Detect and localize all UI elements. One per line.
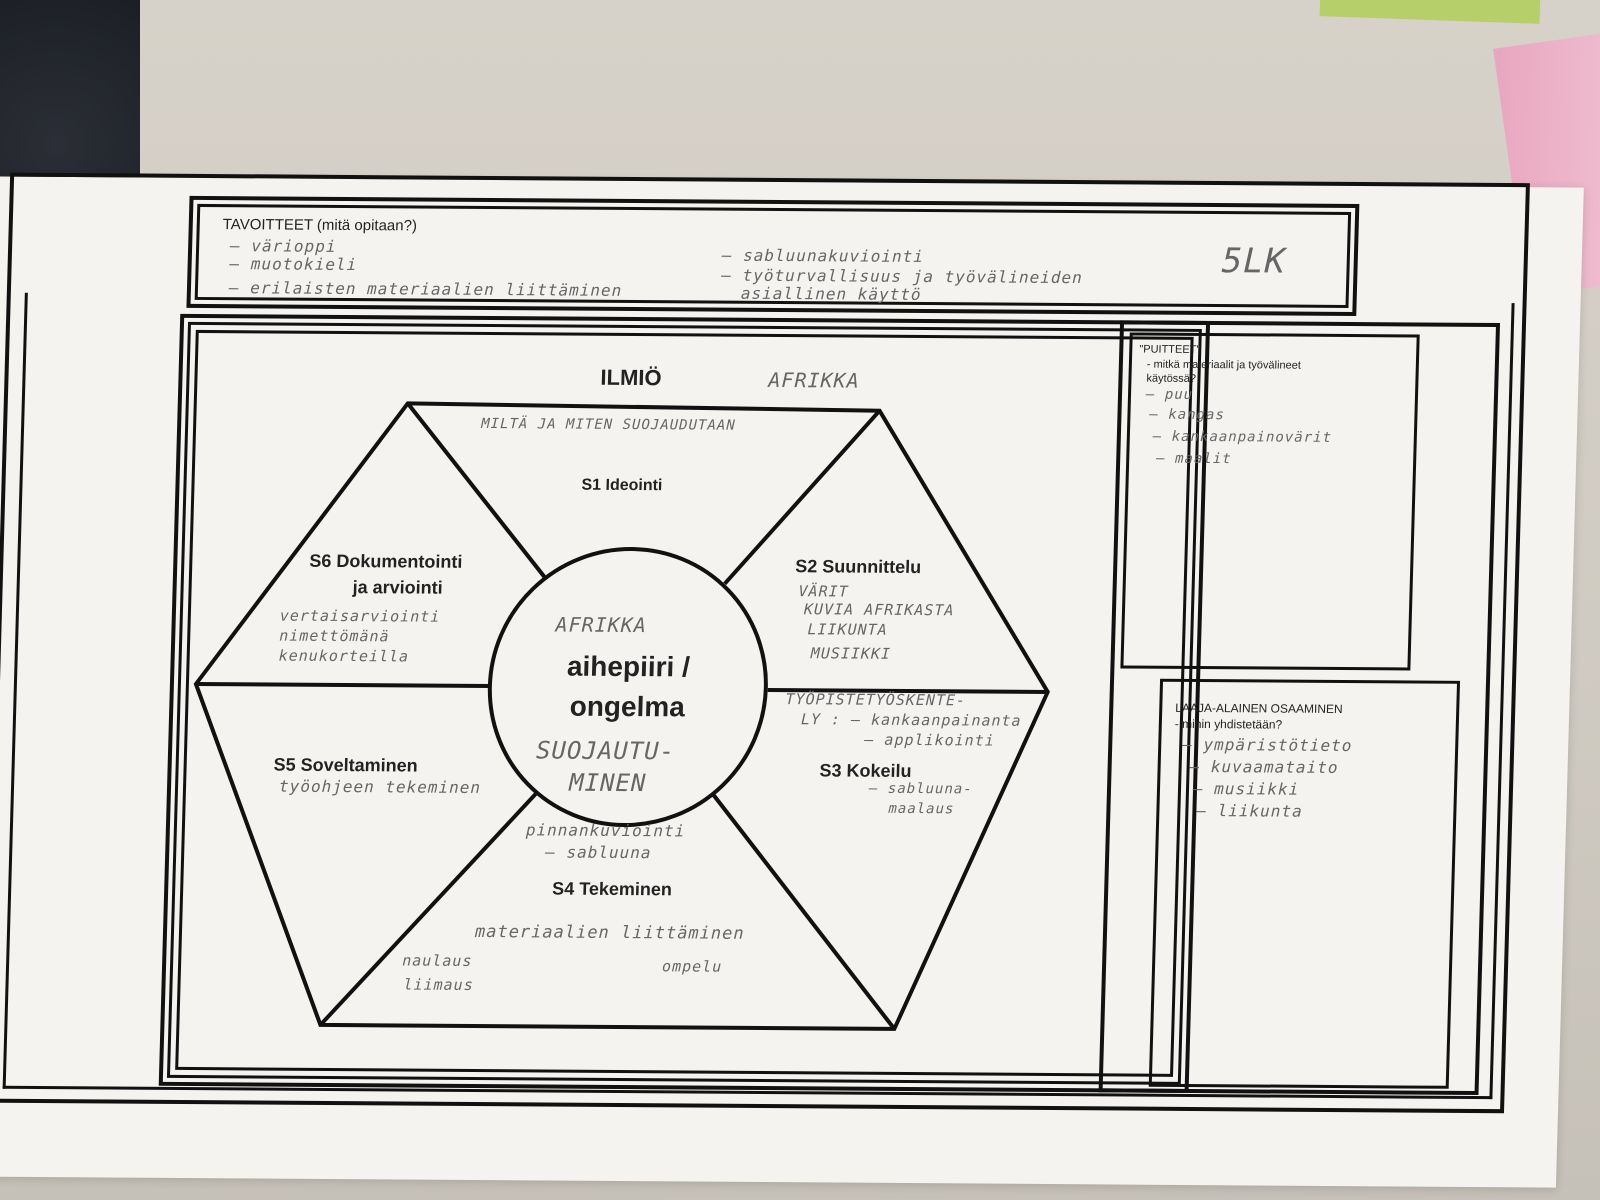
divider-s3-s4 bbox=[709, 790, 896, 1031]
divider-s4-s5 bbox=[318, 789, 541, 1027]
divider-s6-s1 bbox=[406, 402, 551, 584]
center-circle bbox=[487, 547, 768, 828]
green-sticky-note bbox=[1319, 0, 1541, 24]
sheet-lower-frame bbox=[2, 292, 1515, 1100]
divider-s5-s6 bbox=[195, 681, 490, 689]
divider-s2-s3 bbox=[767, 687, 1048, 694]
hexagon-diagram bbox=[193, 401, 1050, 1031]
divider-s1-s2 bbox=[723, 409, 882, 585]
worksheet: TAVOITTEET (mitä opitaan?) – värioppi – … bbox=[0, 172, 1584, 1188]
